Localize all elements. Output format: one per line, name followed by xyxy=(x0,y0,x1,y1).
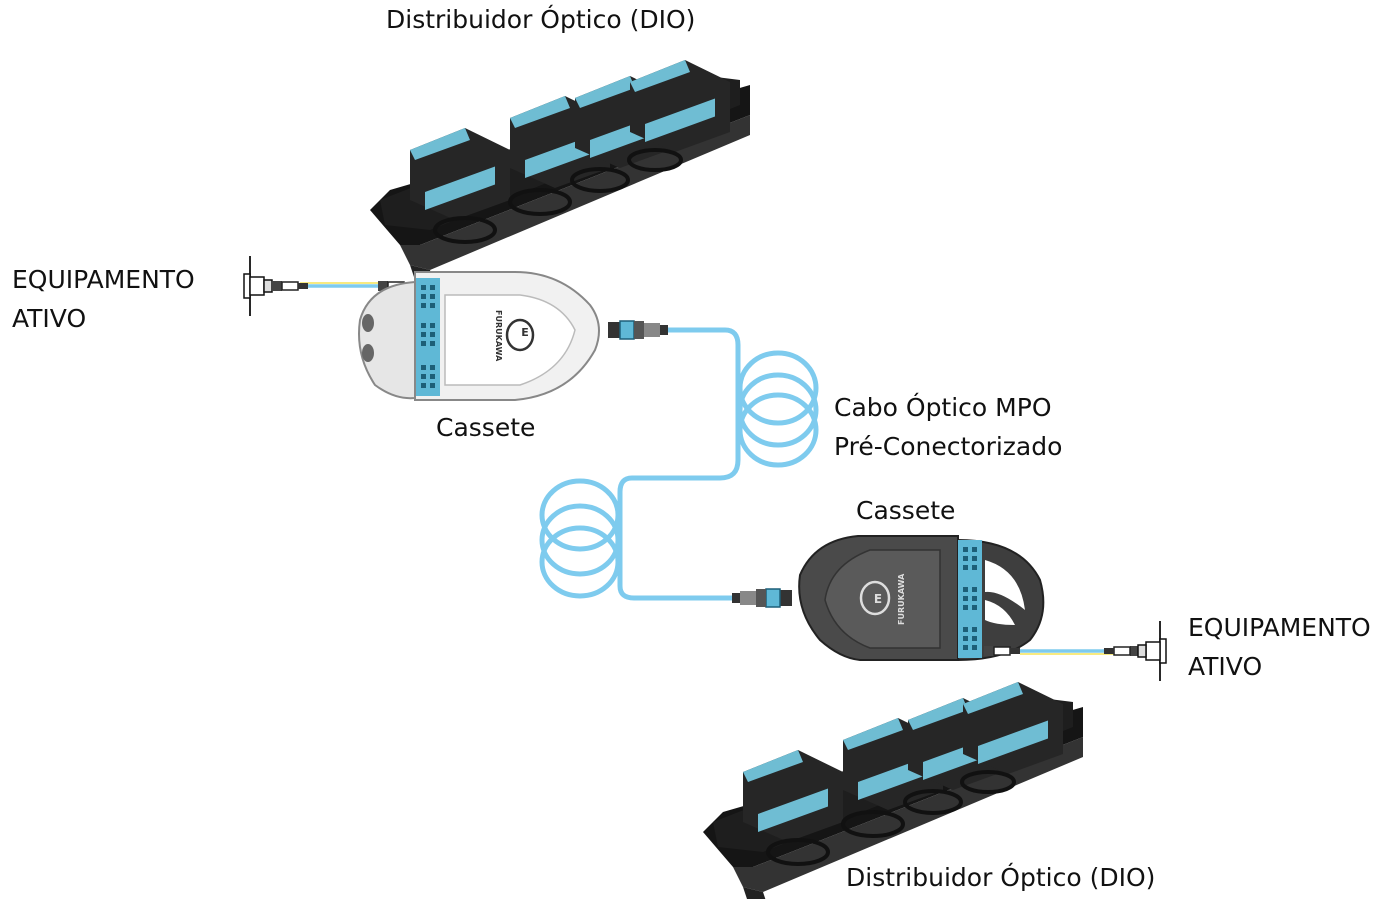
cassette-icon: E FURUKAWA xyxy=(358,271,600,401)
dio-rack-icon xyxy=(368,58,752,302)
cassette-logo: FURUKAWA xyxy=(494,310,503,362)
dio-bottom-label: Distribuidor Óptico (DIO) xyxy=(846,863,1156,892)
equipment-left-label-line2: ATIVO xyxy=(12,304,87,333)
fiber-coil-icon xyxy=(539,478,621,599)
active-equipment-port-icon xyxy=(1137,620,1167,682)
active-equipment-port-icon xyxy=(243,255,273,317)
mpo-connector-icon xyxy=(607,320,669,340)
mpo-connector-icon xyxy=(731,588,793,608)
cable-label-line1: Cabo Óptico MPO xyxy=(834,393,1052,422)
svg-text:E: E xyxy=(874,592,882,606)
cassette-bottom-label: Cassete xyxy=(856,496,956,525)
equipment-right-label-line1: EQUIPAMENTO xyxy=(1188,613,1371,642)
cassette-icon: E FURUKAWA xyxy=(798,535,1045,662)
cassette-top-label: Cassete xyxy=(436,413,536,442)
cable-label-line2: Pré-Conectorizado xyxy=(834,432,1063,461)
equipment-left-label-line1: EQUIPAMENTO xyxy=(12,265,195,294)
fiber-coil-icon xyxy=(737,350,819,468)
cassette-logo: FURUKAWA xyxy=(897,573,906,625)
mpo-trunk-cable xyxy=(617,327,741,601)
equipment-right-label-line2: ATIVO xyxy=(1188,652,1263,681)
dio-top-label: Distribuidor Óptico (DIO) xyxy=(386,5,696,34)
svg-text:E: E xyxy=(521,326,529,339)
